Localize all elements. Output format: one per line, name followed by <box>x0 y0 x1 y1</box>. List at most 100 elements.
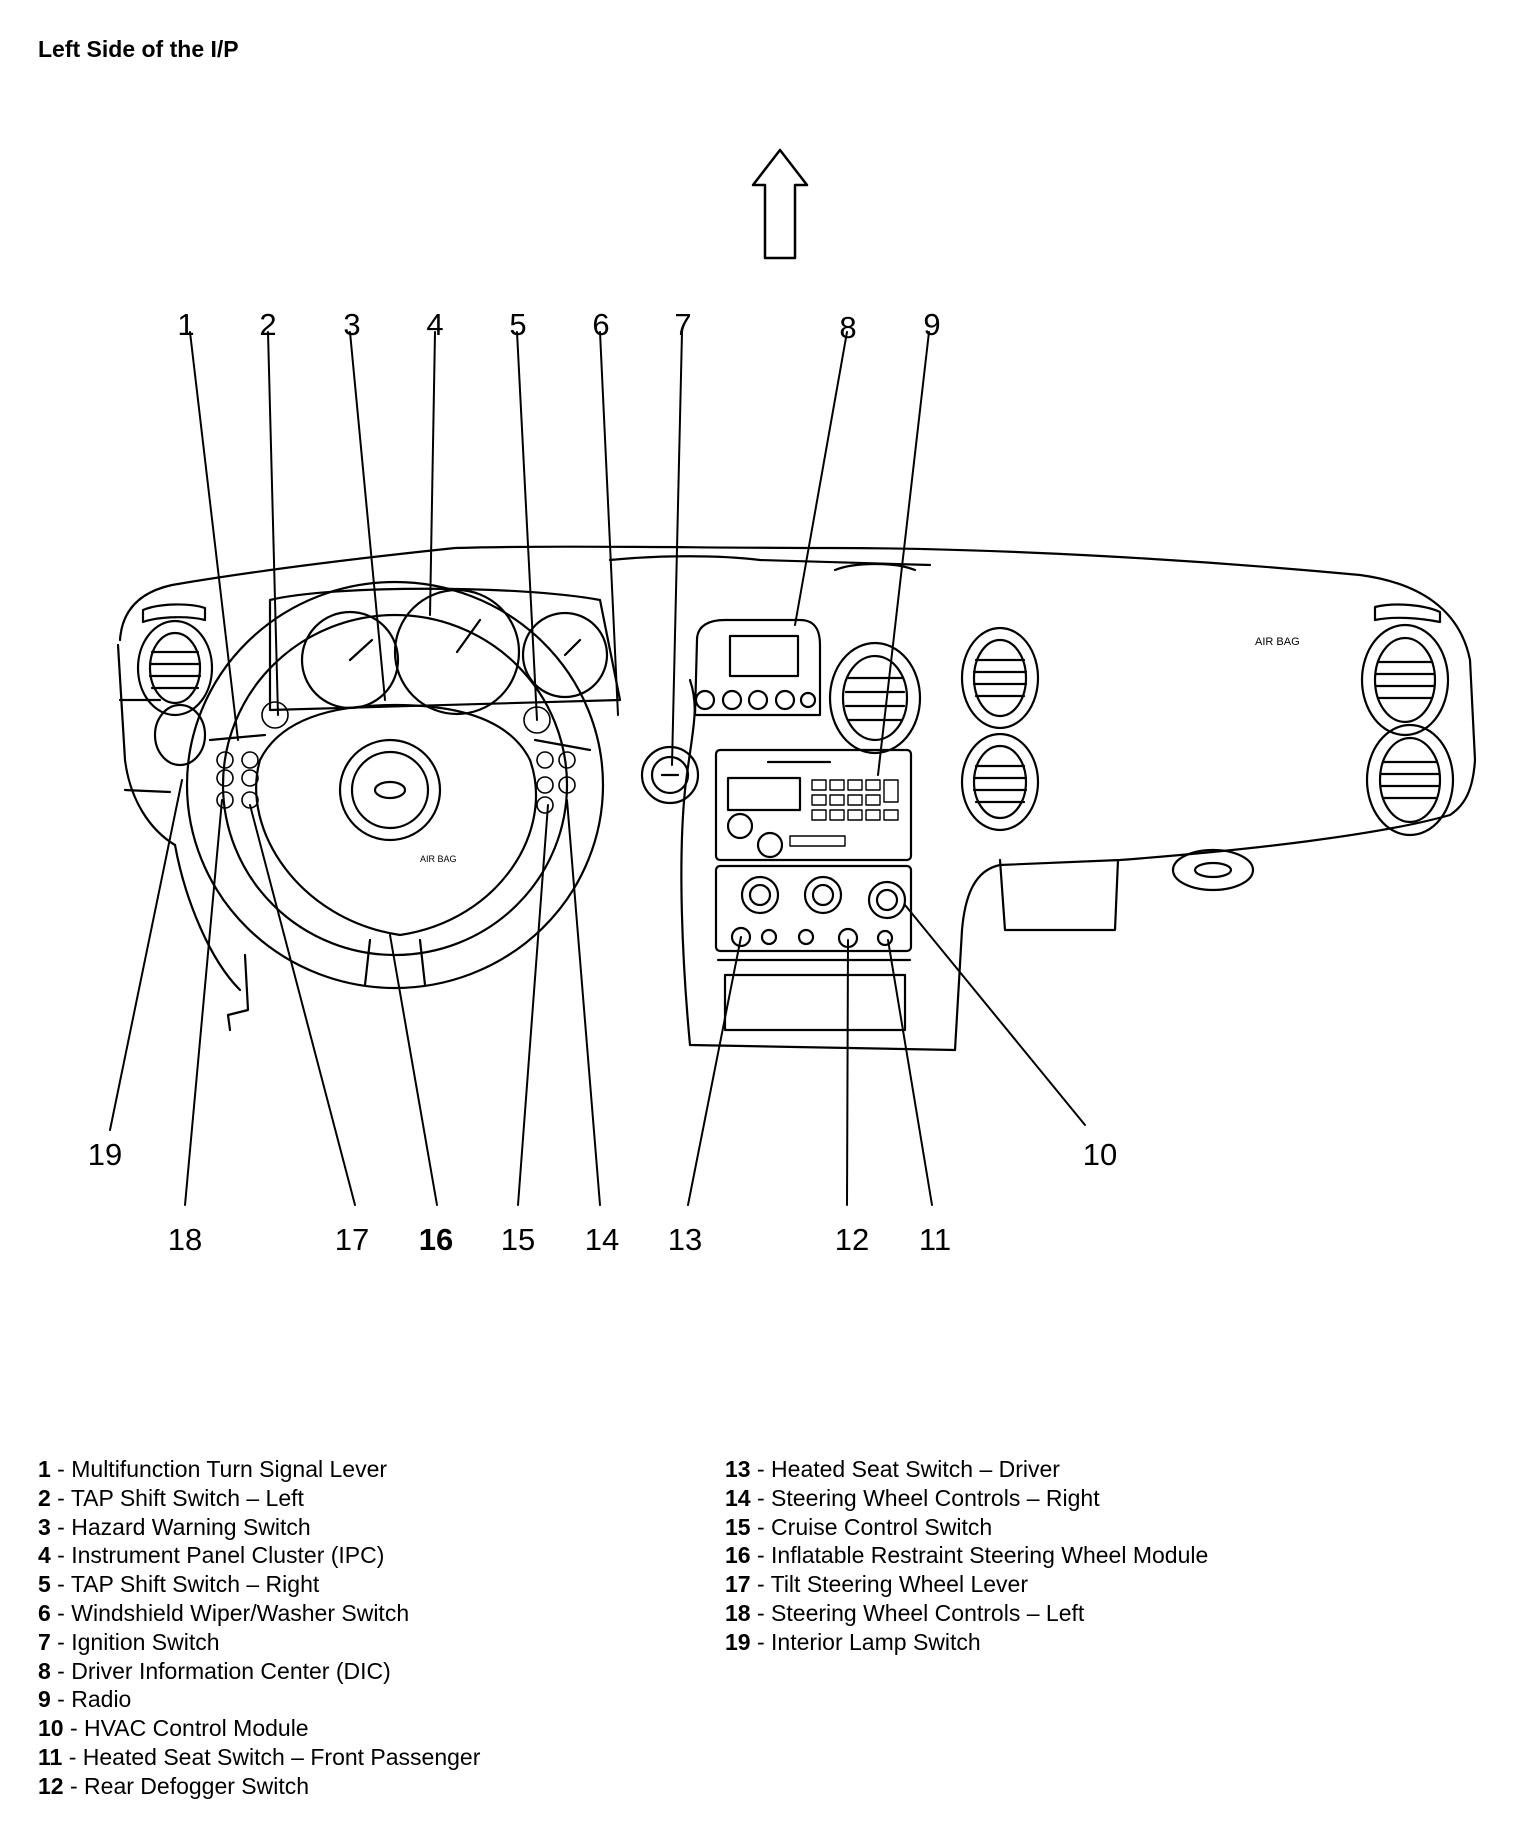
callout-4: 4 <box>426 307 443 342</box>
legend-item: 6 - Windshield Wiper/Washer Switch <box>38 1599 480 1628</box>
legend-label: Instrument Panel Cluster (IPC) <box>71 1542 385 1569</box>
legend-separator: - <box>50 1513 72 1540</box>
legend-label: Ignition Switch <box>71 1628 220 1655</box>
legend-label: TAP Shift Switch – Left <box>70 1484 304 1511</box>
callout-2: 2 <box>259 307 276 342</box>
passenger-airbag-label: AIR BAG <box>1255 636 1300 648</box>
legend-number: 4 <box>38 1542 51 1569</box>
legend-item: 17 - Tilt Steering Wheel Lever <box>725 1570 1208 1599</box>
legend-item: 14 - Steering Wheel Controls – Right <box>725 1484 1208 1513</box>
legend-label: HVAC Control Module <box>84 1715 309 1742</box>
legend-item: 13 - Heated Seat Switch – Driver <box>725 1455 1208 1484</box>
callout-8: 8 <box>839 310 856 345</box>
legend-number: 18 <box>725 1599 751 1626</box>
instrument-cluster <box>268 587 622 716</box>
dashboard-outline <box>116 545 1477 1052</box>
legend-item: 2 - TAP Shift Switch – Left <box>38 1484 480 1513</box>
legend-label: Interior Lamp Switch <box>771 1628 981 1655</box>
legend-item: 9 - Radio <box>38 1685 480 1714</box>
page-title: Left Side of the I/P <box>38 36 239 62</box>
legend-separator: - <box>50 1456 72 1482</box>
legend-item: 18 - Steering Wheel Controls – Left <box>725 1599 1208 1628</box>
legend-number: 16 <box>725 1542 751 1569</box>
legend-separator: - <box>750 1542 772 1569</box>
legend-number: 9 <box>38 1686 51 1713</box>
legend-label: Rear Defogger Switch <box>84 1772 310 1799</box>
legend-number: 7 <box>38 1628 51 1655</box>
legend-separator: - <box>50 1599 72 1626</box>
legend-number: 6 <box>38 1599 51 1626</box>
legend-number: 10 <box>38 1715 64 1742</box>
callout-numbers: 1 2 3 4 5 6 7 8 9 10 11 12 13 14 15 16 1… <box>88 307 1117 1257</box>
legend-separator: - <box>62 1743 83 1770</box>
legend-label: Steering Wheel Controls – Left <box>771 1599 1085 1626</box>
legend-label: Heated Seat Switch – Driver <box>771 1456 1060 1482</box>
legend-item: 4 - Instrument Panel Cluster (IPC) <box>38 1541 480 1570</box>
callout-9: 9 <box>923 307 940 342</box>
legend-label: Hazard Warning Switch <box>71 1513 311 1540</box>
legend-label: Driver Information Center (DIC) <box>71 1657 391 1684</box>
legend-number: 3 <box>38 1513 51 1540</box>
legend-item: 3 - Hazard Warning Switch <box>38 1513 480 1542</box>
callout-1: 1 <box>177 307 194 342</box>
callout-14: 14 <box>585 1222 619 1257</box>
pedal-bracket <box>226 953 250 1032</box>
legend-label: Windshield Wiper/Washer Switch <box>71 1599 410 1626</box>
callout-5: 5 <box>509 307 526 342</box>
legend-number: 13 <box>725 1456 751 1482</box>
callout-18: 18 <box>168 1222 202 1257</box>
callout-13: 13 <box>668 1222 702 1257</box>
center-stack <box>693 618 922 1032</box>
legend-separator: - <box>50 1686 72 1713</box>
legend-label: Heated Seat Switch – Front Passenger <box>82 1743 481 1770</box>
legend-separator: - <box>50 1542 72 1569</box>
callout-15: 15 <box>501 1222 535 1257</box>
legend-label: Tilt Steering Wheel Lever <box>770 1571 1028 1598</box>
legend-number: 19 <box>725 1628 751 1655</box>
callout-leader-lines <box>109 331 1086 1206</box>
legend-number: 11 <box>38 1743 63 1770</box>
steering-wheel <box>185 580 605 990</box>
legend-separator: - <box>50 1657 72 1684</box>
legend-number: 2 <box>38 1484 51 1511</box>
steering-wheel-airbag-label: AIR BAG <box>420 854 457 864</box>
legend-separator: - <box>750 1628 772 1655</box>
legend-item: 5 - TAP Shift Switch – Right <box>38 1570 480 1599</box>
legend-number: 5 <box>38 1571 51 1598</box>
driver-vents <box>136 603 214 767</box>
callout-7: 7 <box>674 307 691 342</box>
legend-label: Cruise Control Switch <box>771 1513 993 1540</box>
legend-separator: - <box>50 1571 71 1598</box>
legend-separator: - <box>50 1484 71 1511</box>
legend-item: 8 - Driver Information Center (DIC) <box>38 1657 480 1686</box>
legend-item: 15 - Cruise Control Switch <box>725 1513 1208 1542</box>
callout-6: 6 <box>592 307 609 342</box>
legend-separator: - <box>750 1571 771 1598</box>
legend-separator: - <box>750 1513 772 1540</box>
legend-item: 1 - Multifunction Turn Signal Lever <box>38 1455 480 1484</box>
legend-item: 10 - HVAC Control Module <box>38 1714 480 1743</box>
callout-11: 11 <box>919 1222 951 1257</box>
legend-number: 15 <box>725 1513 751 1540</box>
callout-12: 12 <box>835 1222 869 1257</box>
legend-label: TAP Shift Switch – Right <box>70 1571 320 1598</box>
legend-item: 11 - Heated Seat Switch – Front Passenge… <box>38 1743 480 1772</box>
callout-10: 10 <box>1083 1137 1117 1172</box>
legend-separator: - <box>750 1456 772 1482</box>
glove-box <box>998 848 1255 932</box>
legend-separator: - <box>50 1628 72 1655</box>
legend-item: 16 - Inflatable Restraint Steering Wheel… <box>725 1541 1208 1570</box>
legend-label: Radio <box>71 1686 132 1713</box>
legend-separator: - <box>750 1599 772 1626</box>
forward-arrow-icon <box>751 148 809 260</box>
legend-label: Inflatable Restraint Steering Wheel Modu… <box>771 1542 1209 1569</box>
ignition-switch <box>640 745 700 805</box>
legend-item: 12 - Rear Defogger Switch <box>38 1772 480 1801</box>
legend-number: 17 <box>725 1571 751 1598</box>
legend-separator: - <box>63 1715 85 1742</box>
legend-label: Multifunction Turn Signal Lever <box>71 1456 388 1482</box>
legend-item: 19 - Interior Lamp Switch <box>725 1628 1208 1657</box>
